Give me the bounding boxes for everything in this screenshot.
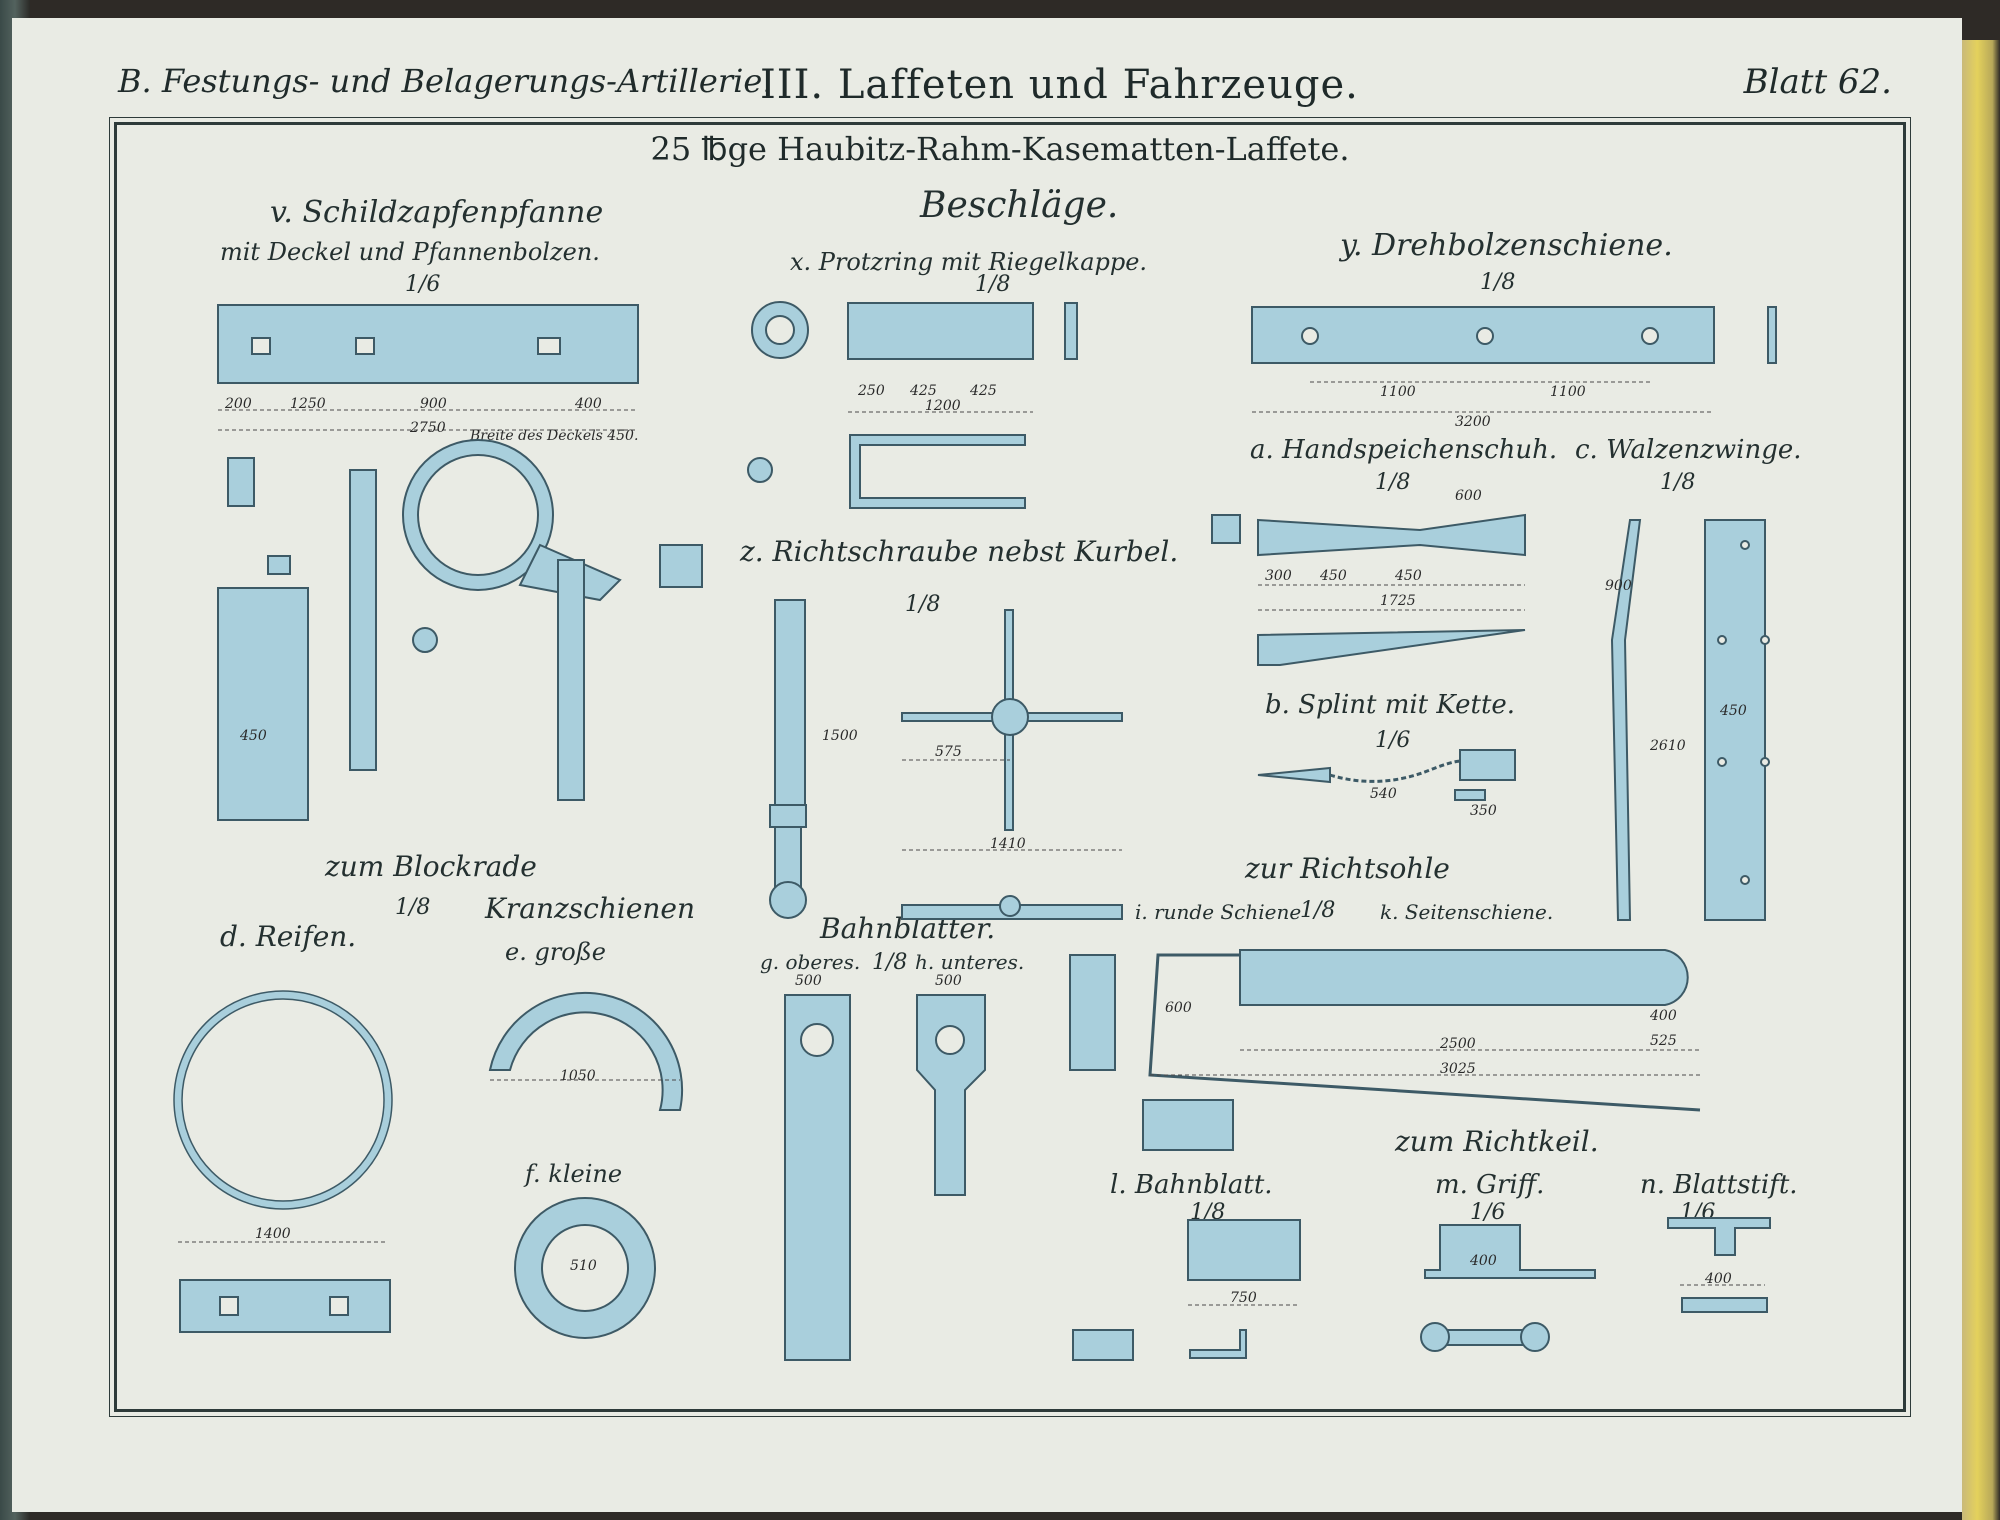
dim-z2: 1410	[990, 836, 1026, 852]
page-edges	[1962, 40, 2000, 1520]
drawing-b-splint: 540 350	[1257, 749, 1516, 819]
scale-y: 1/8	[1480, 270, 1516, 295]
plate-frame	[109, 117, 1911, 1417]
header-center: III. Laffeten und Fahrzeuge.	[760, 62, 1359, 108]
label-x: x. Protzring mit Riegelkappe.	[790, 248, 1148, 276]
drawing-i-k-richtsohle: 2500 3025 400 525 600	[1069, 949, 1701, 1151]
dim-b1: 540	[1370, 786, 1397, 802]
drawing-e-kranzschiene-gross: 1050	[488, 991, 684, 1111]
scale-v: 1/6	[405, 272, 441, 297]
dim-n1: 400	[1704, 1271, 1732, 1287]
dim-d1: 1400	[255, 1226, 291, 1242]
drawing-d-reifen: 1400	[173, 990, 393, 1333]
label-m: m. Griff.	[1435, 1170, 1545, 1200]
plate-page	[12, 18, 1962, 1512]
label-k: k. Seitenschiene.	[1380, 900, 1554, 924]
label-e: e. große	[505, 938, 606, 966]
drawing-m-griff: 400	[1420, 1224, 1596, 1352]
scale-z: 1/8	[905, 592, 941, 617]
label-v-sub: mit Deckel und Pfannenbolzen.	[220, 238, 600, 266]
drawing-a-handspeichenschuh: 600 300 450 450 1725	[1211, 488, 1526, 666]
scale-bahn: 1/8	[872, 950, 908, 975]
header-right: Blatt 62.	[1743, 62, 1892, 102]
label-z: z. Richtschraube nebst Kurbel.	[740, 535, 1179, 568]
scale-b: 1/6	[1375, 728, 1411, 753]
label-g: g. oberes.	[760, 950, 861, 974]
label-v: v. Schildzapfenpfanne	[270, 195, 604, 230]
label-i: i. runde Schiene	[1135, 900, 1302, 924]
plate-title: 25 ℔ge Haubitz-Rahm-Kasematten-Laffete.	[650, 130, 1350, 168]
drawing-n-blattstift: 400	[1667, 1217, 1771, 1313]
dim-c2: 2610	[1649, 738, 1686, 754]
dim-x1: 1200	[925, 398, 961, 414]
drawing-f-kranzschiene-klein: 510	[514, 1197, 656, 1339]
dim-v3: 900	[420, 396, 447, 412]
label-y: y. Drehbolzenschiene.	[1340, 228, 1673, 263]
dim-y3: 3200	[1455, 414, 1491, 430]
dim-a3: 450	[1319, 568, 1347, 584]
dim-c3: 450	[1719, 703, 1747, 719]
dim-a1: 600	[1455, 488, 1482, 504]
label-c: c. Walzenzwinge.	[1575, 435, 1802, 465]
dim-b2: 350	[1470, 803, 1497, 819]
drawing-v-schildzapfenpfanne: 200 1250 900 400 2750 Breite des Deckels…	[217, 304, 703, 821]
dim-v4: 400	[574, 396, 602, 412]
label-h: h. unteres.	[915, 950, 1025, 974]
dim-c1: 900	[1605, 578, 1632, 594]
label-zum-blockrade: zum Blockrade	[325, 850, 537, 883]
label-beschlaege: Beschläge.	[920, 185, 1119, 226]
drawing-g-h-bahnblaetter: 500 500	[784, 973, 986, 1361]
dim-v5: 2750	[409, 420, 446, 436]
scale-m: 1/6	[1470, 1200, 1506, 1225]
label-zur-richtsohle: zur Richtsohle	[1245, 852, 1450, 885]
dim-g1: 500	[795, 973, 822, 989]
dim-a4: 450	[1394, 568, 1422, 584]
dim-x3: 425	[909, 383, 937, 399]
scale-c: 1/8	[1660, 470, 1696, 495]
drawing-y-drehbolzenschiene: 1100 1100 3200	[1251, 306, 1777, 430]
drawing-z-richtschraube: 1500 575 1410	[769, 599, 1123, 920]
dim-x4: 425	[969, 383, 997, 399]
dim-a5: 1725	[1380, 593, 1416, 609]
dim-m1: 400	[1469, 1253, 1497, 1269]
label-kranzschienen: Kranzschienen	[485, 892, 696, 925]
drawing-c-walzenzwinge: 900 2610 450	[1605, 519, 1770, 921]
dim-k1: 2500	[1439, 1036, 1476, 1052]
label-zum-richtkeil: zum Richtkeil.	[1395, 1125, 1599, 1158]
dim-a2: 300	[1265, 568, 1292, 584]
dim-v7: 450	[239, 728, 267, 744]
dim-h1: 500	[935, 973, 962, 989]
dim-f1: 510	[570, 1258, 597, 1274]
dim-y2: 1100	[1550, 384, 1586, 400]
drawing-l-bahnblatt: 750	[1072, 1219, 1301, 1361]
dim-v6: Breite des Deckels 450.	[469, 428, 638, 444]
label-a: a. Handspeichenschuh.	[1250, 435, 1558, 465]
dim-k2: 3025	[1440, 1061, 1476, 1077]
dim-v1: 200	[224, 396, 252, 412]
scale-a: 1/8	[1375, 470, 1411, 495]
dim-l1: 750	[1230, 1290, 1257, 1306]
dim-k3: 400	[1649, 1008, 1677, 1024]
label-d: d. Reifen.	[220, 920, 357, 953]
dim-e1: 1050	[560, 1068, 596, 1084]
scale-x: 1/8	[975, 272, 1011, 297]
dim-z1: 575	[935, 744, 962, 760]
dim-k4: 525	[1650, 1033, 1677, 1049]
dim-z3: 1500	[822, 728, 858, 744]
label-f: f. kleine	[525, 1160, 623, 1188]
dim-y1: 1100	[1380, 384, 1416, 400]
scale-richtsohle: 1/8	[1300, 898, 1336, 923]
dim-k5: 600	[1165, 1000, 1192, 1016]
scale-blockrade: 1/8	[395, 895, 431, 920]
dim-v2: 1250	[290, 396, 326, 412]
label-l: l. Bahnblatt.	[1110, 1170, 1273, 1200]
header-left: B. Festungs- und Belagerungs-Artillerie.	[118, 62, 773, 100]
dim-x2: 250	[857, 383, 885, 399]
label-b: b. Splint mit Kette.	[1265, 690, 1516, 720]
label-n: n. Blattstift.	[1640, 1170, 1798, 1200]
drawing-x-protzring: 1200 250 425 425	[747, 301, 1078, 509]
